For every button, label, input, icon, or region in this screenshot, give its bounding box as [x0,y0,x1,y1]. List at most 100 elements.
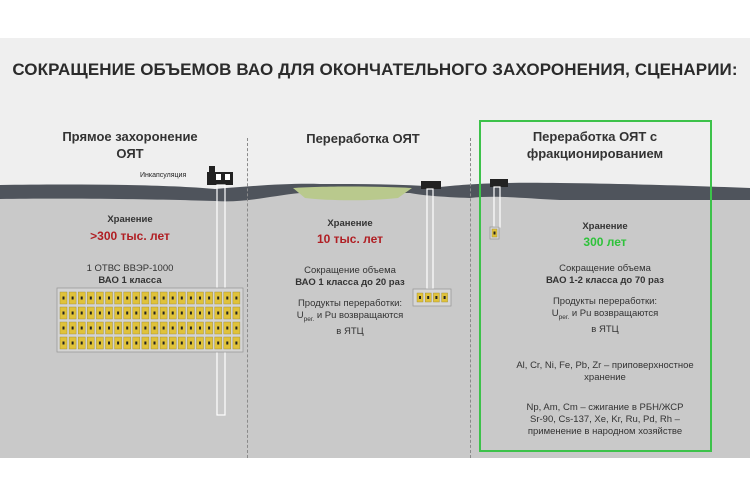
col2-products-line2: Uрег. и Pu возвращаются [265,310,435,326]
col2-heading: Переработка ОЯТ [306,131,420,146]
fuel-cell-marker [180,296,183,300]
fuel-cell-marker [108,296,110,300]
col1-storage-value: >300 тыс. лет [90,229,170,243]
fuel-cell-marker [189,296,192,300]
fuel-cell-marker [144,311,147,315]
col3-storage-label: Хранение [582,221,628,232]
fuel-cell-marker [89,296,92,300]
separator-2 [470,138,471,458]
col3-heading-line2: фракционированием [526,146,664,161]
col3-near-surface: Al, Cr, Ni, Fe, Pb, Zr – приповерхностно… [495,360,715,384]
near-surface-mound [293,186,412,201]
ground-cross-section [0,166,750,458]
fuel-cell-marker [208,296,211,300]
fuel-cell-marker [144,341,147,345]
fuel-cell-marker [126,341,129,345]
fuel-cell-marker [162,341,165,345]
fuel-cell-marker [80,341,83,345]
fuel-cell-marker [162,326,165,330]
fuel-cell-marker [162,296,165,300]
fuel-cell-marker [71,296,74,300]
fuel-cell-marker [98,341,101,345]
facility-2-icon [421,181,441,189]
fuel-cell-marker [199,326,201,330]
fuel-cell-marker [80,296,83,300]
fuel-cell-marker [171,296,174,300]
fuel-cell-marker [98,296,101,300]
fuel-cell-marker [189,326,192,330]
fuel-cell-marker [117,311,120,315]
fuel-cell-marker [427,296,430,299]
fuel-cell-marker [117,341,120,345]
fuel-cell-marker [180,311,183,315]
fuel-cell-marker [153,311,156,315]
fuel-cell-marker [208,341,211,345]
fuel-cell-marker [235,326,238,330]
fuel-cell-marker [71,311,74,315]
col2-products-rest: и Pu возвращаются [314,310,404,321]
col2-reduction: Сокращение объема ВАО 1 класса до 20 раз [265,265,435,289]
fuel-cell-marker [108,341,110,345]
fuel-cell-marker [226,311,229,315]
fuel-cell-marker [162,311,165,315]
col3-burn-line3: применение в народном хозяйстве [527,426,683,437]
encapsulation-label: Инкапсуляция [140,172,187,179]
col1-fuel-text: 1 ОТВС ВВЭР-1000 ВАО 1 класса [40,263,220,287]
fuel-cell-marker [217,341,220,345]
fuel-cell-marker [71,341,74,345]
col3-burn-line1: Np, Am, Cm – сжигание в РБН/ЖСР [526,402,684,413]
fuel-cell-marker [171,311,174,315]
fuel-cell-marker [153,326,156,330]
slide: СОКРАЩЕНИЕ ОБЪЕМОВ ВАО ДЛЯ ОКОНЧАТЕЛЬНОГ… [0,38,750,458]
fuel-cell-marker [108,326,110,330]
fuel-cell-marker [208,326,211,330]
fuel-cell-marker [62,311,65,315]
fuel-cell-marker [89,341,92,345]
col3-products-line2: Uрег. и Pu возвращаются [500,308,710,324]
fuel-cell-marker [171,341,174,345]
fuel-cell-marker [135,311,138,315]
fuel-cell-marker [62,296,65,300]
fuel-cell-marker [217,296,220,300]
col2-reduction-line2: ВАО 1 класса до 20 раз [295,277,405,288]
col2-products-line3: в ЯТЦ [336,325,364,337]
fuel-cell-marker [135,341,138,345]
fuel-assembly-grid-2 [416,292,448,303]
col3-heading: Переработка ОЯТ с фракционированием [500,128,690,162]
col3-u-subscript: рег. [558,313,570,321]
fuel-cell-marker [208,311,211,315]
fuel-cell-marker [98,326,101,330]
fuel-cell-marker [108,311,110,315]
col2-storage-value: 10 тыс. лет [316,232,383,246]
fuel-assembly-grid-1 [59,291,241,350]
fuel-cell-marker [144,296,147,300]
fuel-cell-marker [226,296,229,300]
col3-burn-line2: Sr-90, Cs-137, Xe, Kr, Ru, Pd, Rh – [530,414,680,425]
col1-fuel-line2: ВАО 1 класса [98,275,162,286]
fuel-cell-marker [419,296,421,299]
col3-burning: Np, Am, Cm – сжигание в РБН/ЖСР Sr-90, C… [495,402,715,438]
underground-area [0,188,750,458]
fuel-cell-marker [153,341,156,345]
col3-storage-value: 300 лет [583,235,627,249]
fuel-cell-marker [180,326,183,330]
fuel-cell-marker [117,296,120,300]
facility-3-icon [490,179,508,187]
fuel-cell-marker [135,296,138,300]
fuel-cell-marker [189,311,192,315]
fuel-cell-marker [153,296,156,300]
separator-1 [247,138,248,458]
col3-products-line3: в ЯТЦ [591,323,619,335]
col3-products-line1: Продукты переработки: [552,296,658,307]
col3-near-line1: Al, Cr, Ni, Fe, Pb, Zr – приповерхностно… [516,360,694,371]
fuel-cell-marker [126,311,129,315]
fuel-cell-marker [217,311,220,315]
col2-u-symbol: U [296,310,304,321]
fuel-cell-marker [235,341,238,345]
col3-reduction-line1: Сокращение объема [559,263,651,274]
col2-products-line1: Продукты переработки: [297,298,403,309]
highlight-frame [479,120,712,452]
fuel-cell-marker [493,231,496,235]
fuel-cell-marker [171,326,174,330]
fuel-cell-marker [199,311,201,315]
